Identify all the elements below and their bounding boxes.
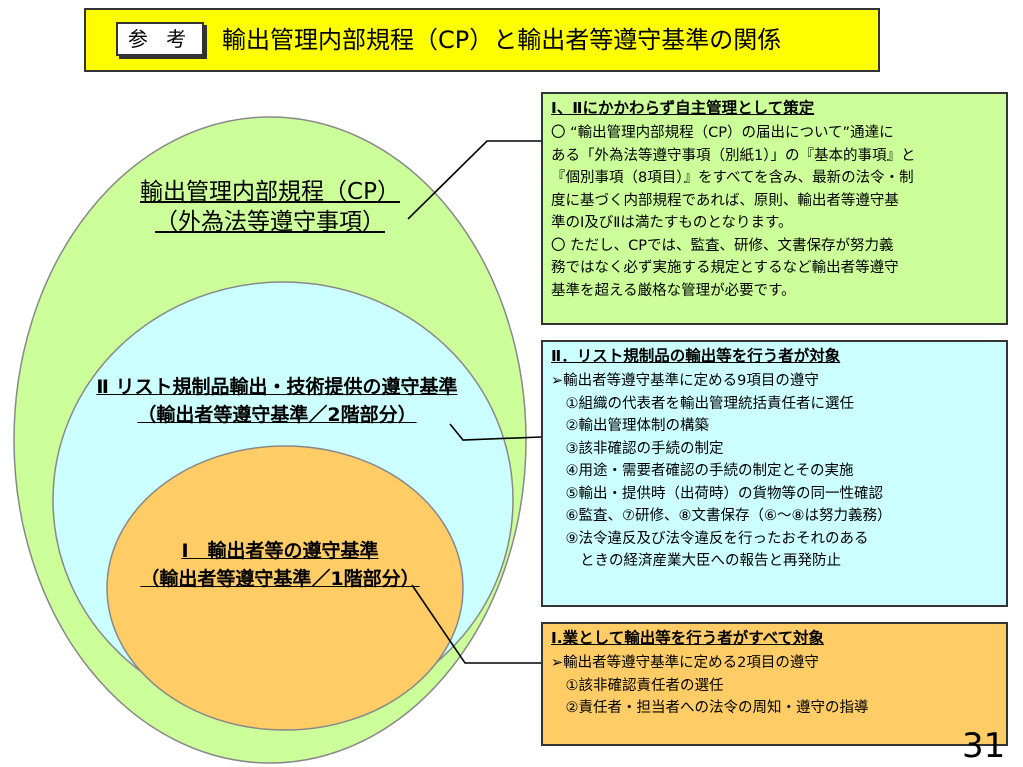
ii-label-line-1: Ⅱ リスト規制品輸出・技術提供の遵守基準 (96, 376, 458, 398)
cp-box-heading: Ⅰ、Ⅱにかかわらず自主管理として策定 (551, 99, 815, 117)
cp-box-line: 務ではなく必ず実施する規定とするなど輸出者等遵守 (551, 260, 899, 276)
cp-box-line: 度に基づく内部規程であれば、原則、輸出者等遵守基 (551, 192, 899, 209)
title-bar: 参 考 輸出管理内部規程（CP）と輸出者等遵守基準の関係 (84, 8, 880, 72)
i-connector-line (411, 584, 541, 664)
page-title: 輸出管理内部規程（CP）と輸出者等遵守基準の関係 (222, 26, 782, 54)
i-box-line: ①該非確認責任者の選任 (551, 677, 724, 694)
ii-box-line: ➢輸出者等遵守基準に定める9項目の遵守 (551, 373, 819, 389)
i-box-body: ➢輸出者等遵守基準に定める2項目の遵守 ①該非確認責任者の選任 ②責任者・担当者… (551, 652, 998, 720)
ii-box-line: ⑨法令違反及び法令違反を行ったおそれのある (551, 530, 869, 547)
cp-box-line: 〇 “輸出管理内部規程（CP）の届出について”通達に (551, 125, 894, 141)
i-box-line: ②責任者・担当者への法令の周知・遵守の指導 (551, 700, 869, 716)
ii-box-line: ⑤輸出・提供時（出荷時）の貨物等の同一性確認 (551, 485, 883, 502)
cp-description-box: Ⅰ、Ⅱにかかわらず自主管理として策定 〇 “輸出管理内部規程（CP）の届出につい… (541, 92, 1008, 325)
cp-box-line: 基準を超える厳格な管理が必要です。 (551, 282, 796, 299)
cp-ellipse-label: 輸出管理内部規程（CP） （外為法等遵守事項） (100, 177, 440, 237)
cp-box-line: 準のⅠ及びⅡは満たすものとなります。 (551, 215, 793, 231)
ii-box-line: ときの経済産業大臣への報告と再発防止 (551, 553, 841, 569)
cp-connector-line (407, 140, 541, 220)
i-description-box: Ⅰ.業として輸出等を行う者がすべて対象 ➢輸出者等遵守基準に定める2項目の遵守 … (541, 622, 1008, 746)
cp-box-line: 『個別事項（8項目）』をすべてを含み、最新の法令・制 (551, 170, 914, 186)
i-ellipse (106, 445, 464, 731)
ii-description-box: Ⅱ．リスト規制品の輸出等を行う者が対象 ➢輸出者等遵守基準に定める9項目の遵守 … (541, 340, 1008, 607)
i-label-line-1: Ⅰ 輸出者等の遵守基準 (181, 540, 379, 562)
page-number: 31 (962, 726, 1006, 766)
reference-tag: 参 考 (116, 22, 204, 56)
ii-ellipse-label: Ⅱ リスト規制品輸出・技術提供の遵守基準 （輸出者等遵守基準／2階部分） (22, 373, 532, 429)
i-box-line: ➢輸出者等遵守基準に定める2項目の遵守 (551, 655, 819, 671)
ii-box-line: ⑥監査、⑦研修、⑧文書保存（⑥～⑧は努力義務） (551, 508, 892, 524)
i-ellipse-label: Ⅰ 輸出者等の遵守基準 （輸出者等遵守基準／1階部分） (90, 537, 470, 593)
ii-box-line: ②輸出管理体制の構築 (551, 418, 709, 434)
cp-label-line-1: 輸出管理内部規程（CP） (140, 179, 400, 205)
cp-box-line: 〇 ただし、CPでは、監査、研修、文書保存が努力義 (551, 237, 894, 254)
ii-box-line: ③該非確認の手続の制定 (551, 440, 724, 457)
ii-box-line: ④用途・需要者確認の手続の制定とその実施 (551, 463, 854, 479)
cp-box-line: ある「外為法等遵守事項（別紙1）」の『基本的事項』と (551, 147, 916, 164)
i-label-line-2: （輸出者等遵守基準／1階部分） (140, 568, 420, 590)
cp-label-line-2: （外為法等遵守事項） (155, 209, 385, 235)
ii-box-line: ①組織の代表者を輸出管理統括責任者に選任 (551, 395, 854, 412)
cp-box-body: 〇 “輸出管理内部規程（CP）の届出について”通達に ある「外為法等遵守事項（別… (551, 122, 998, 302)
ii-box-heading: Ⅱ．リスト規制品の輸出等を行う者が対象 (551, 347, 841, 365)
i-box-heading: Ⅰ.業として輸出等を行う者がすべて対象 (551, 629, 824, 647)
ii-connector-line (449, 423, 542, 441)
ii-box-body: ➢輸出者等遵守基準に定める9項目の遵守 ①組織の代表者を輸出管理統括責任者に選任… (551, 370, 998, 573)
ii-label-line-2: （輸出者等遵守基準／2階部分） (137, 404, 417, 426)
